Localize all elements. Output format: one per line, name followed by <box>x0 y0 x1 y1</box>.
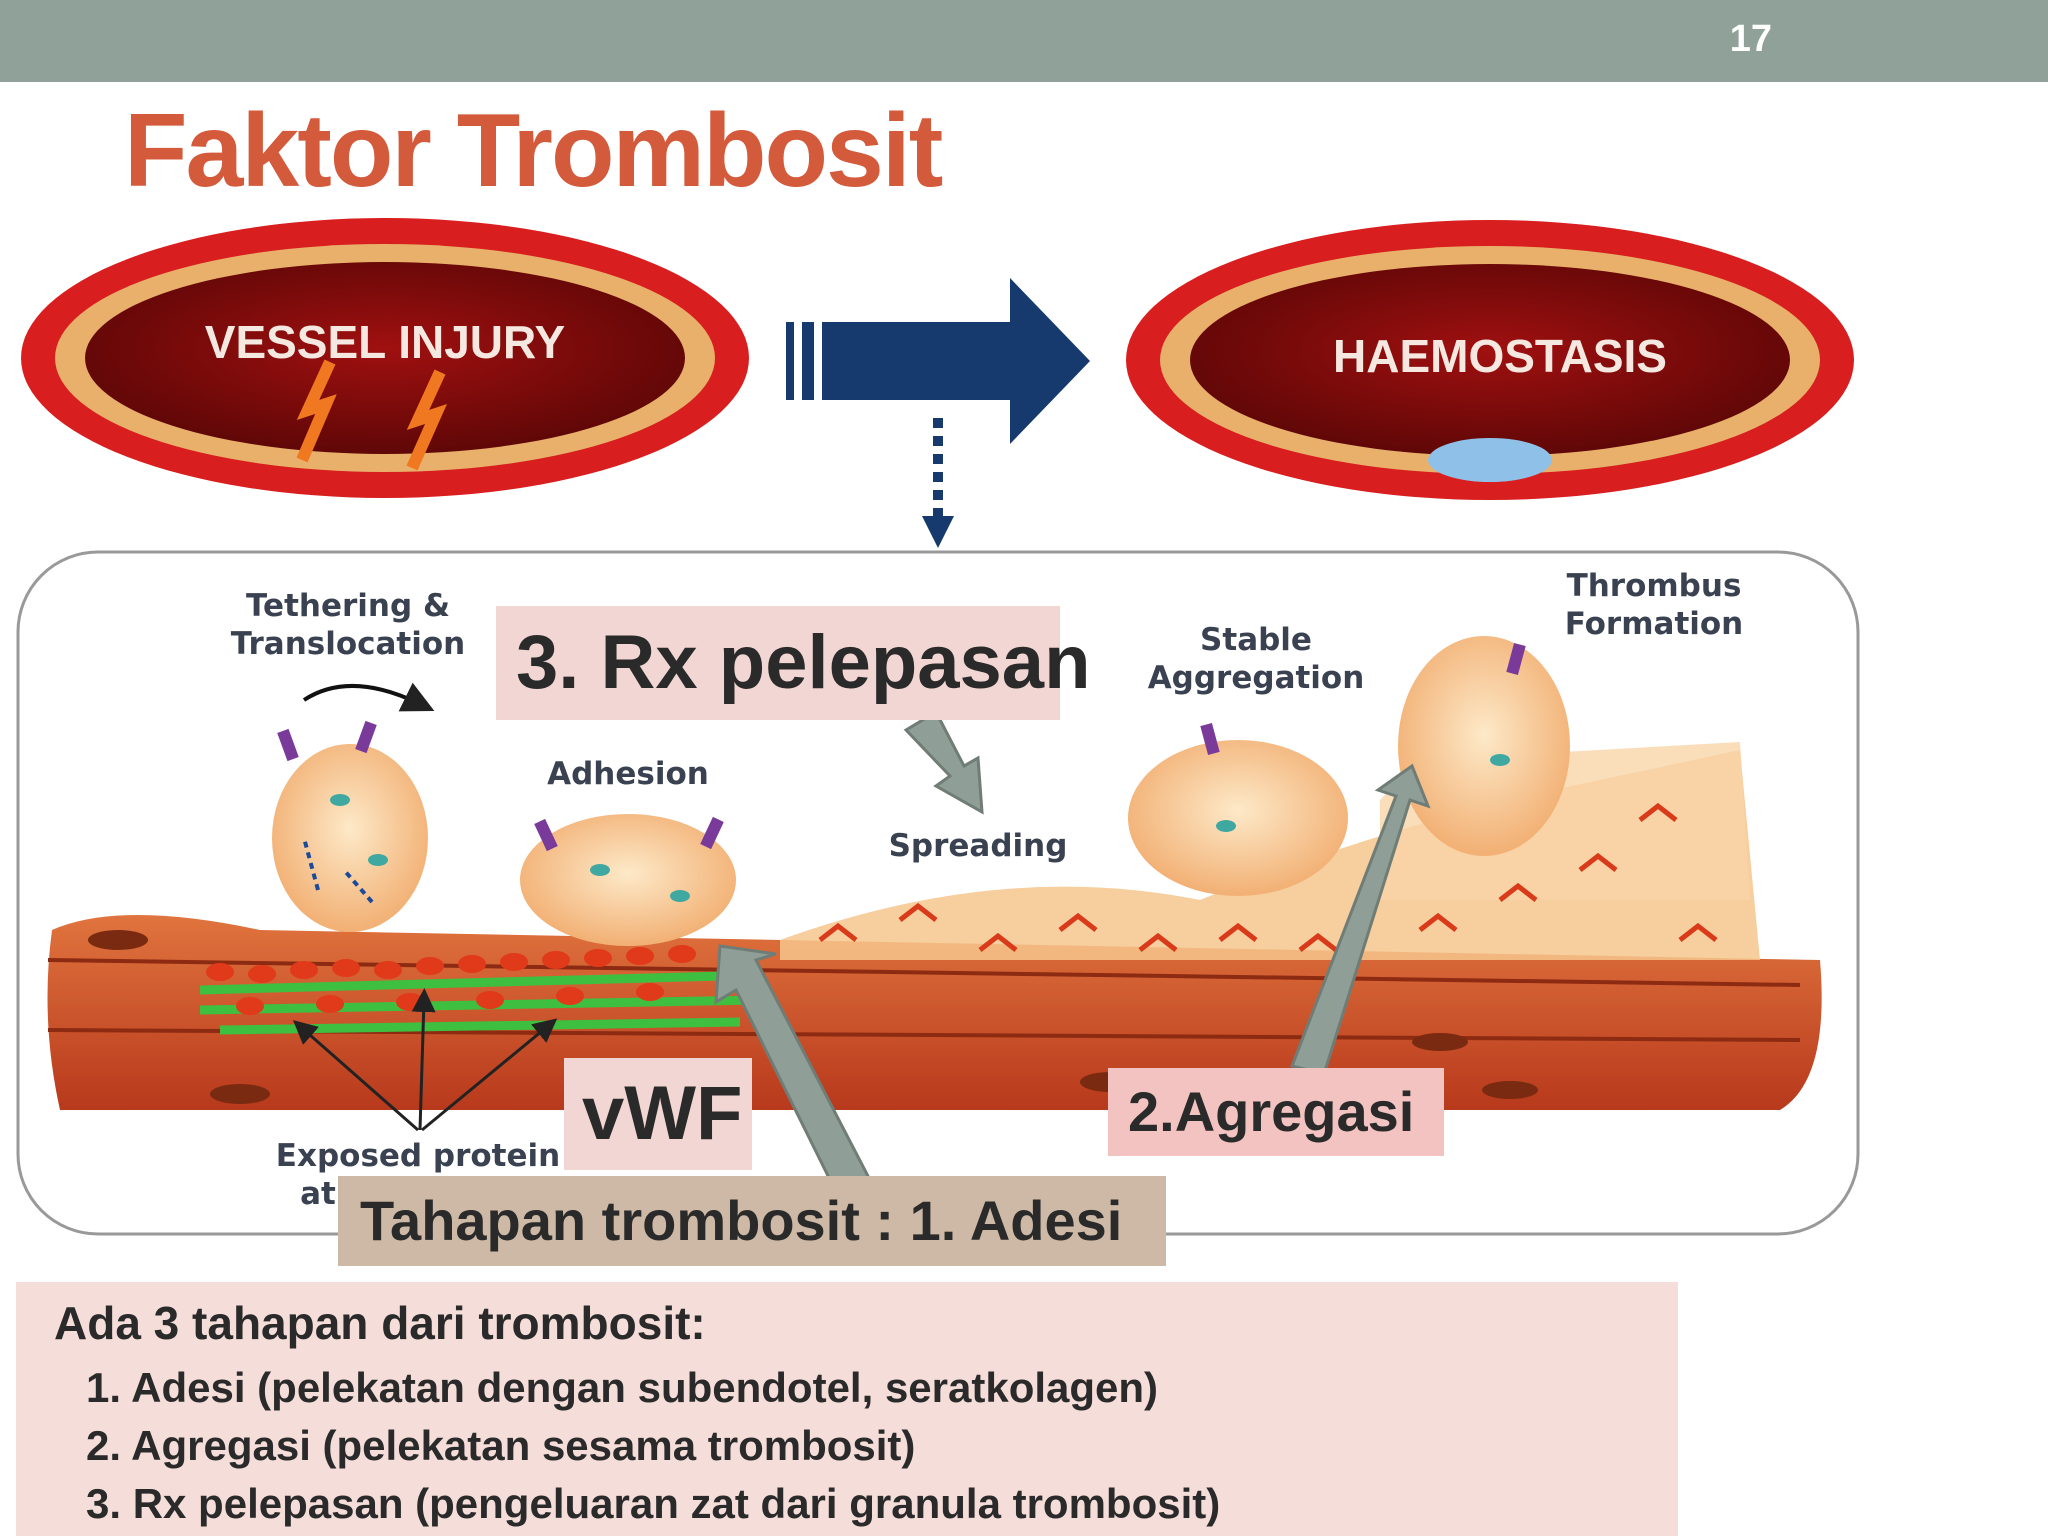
process-arrow <box>786 278 1090 548</box>
tethering-label-line2: Translocation <box>231 626 466 662</box>
vwf-callout: vWF <box>564 1058 752 1170</box>
exposed-protein-label-line2: at <box>300 1176 336 1212</box>
summary-heading: Ada 3 tahapan dari trombosit: <box>54 1297 706 1349</box>
summary-item-2: 2. Agregasi (pelekatan sesama trombosit) <box>86 1422 916 1469</box>
agregasi-callout: 2.Agregasi <box>1108 1068 1444 1156</box>
tethering-label-line1: Tethering & <box>246 588 450 624</box>
haemostasis-label: HAEMOSTASIS <box>1333 330 1667 382</box>
platelet-stable-aggregation <box>1128 740 1348 896</box>
summary-item-1: 1. Adesi (pelekatan dengan subendotel, s… <box>86 1364 1159 1411</box>
thrombus-label-line2: Formation <box>1565 606 1744 642</box>
slide-title: Faktor Trombosit <box>124 93 943 209</box>
haemostasis-vessel-graphic: HAEMOSTASIS <box>1126 220 1854 500</box>
stable-aggregation-label-line1: Stable <box>1200 622 1312 658</box>
stable-aggregation-label-line2: Aggregation <box>1148 660 1365 696</box>
adhesion-label: Adhesion <box>547 756 709 792</box>
platelet-thrombus <box>1398 636 1570 856</box>
vessel-injury-graphic: VESSEL INJURY <box>21 218 749 498</box>
rx-pelepasan-callout: 3. Rx pelepasan <box>496 606 1091 720</box>
summary-box: Ada 3 tahapan dari trombosit: 1. Adesi (… <box>16 1282 1678 1536</box>
platelet-tethering <box>272 744 428 932</box>
spreading-label: Spreading <box>889 828 1068 864</box>
thrombus-label-line1: Thrombus <box>1567 568 1742 604</box>
platelets <box>272 636 1570 1132</box>
vessel-injury-label: VESSEL INJURY <box>205 316 565 368</box>
exposed-protein-label-line1: Exposed protein <box>276 1138 560 1174</box>
platelet-adhesion <box>520 814 736 946</box>
summary-item-3: 3. Rx pelepasan (pengeluaran zat dari gr… <box>86 1480 1221 1527</box>
tahapan-callout: Tahapan trombosit : 1. Adesi <box>338 1176 1166 1266</box>
slide-number: 17 <box>1729 18 1772 60</box>
top-bar: 17 <box>0 0 2048 82</box>
callout-arrows <box>714 709 1431 1199</box>
